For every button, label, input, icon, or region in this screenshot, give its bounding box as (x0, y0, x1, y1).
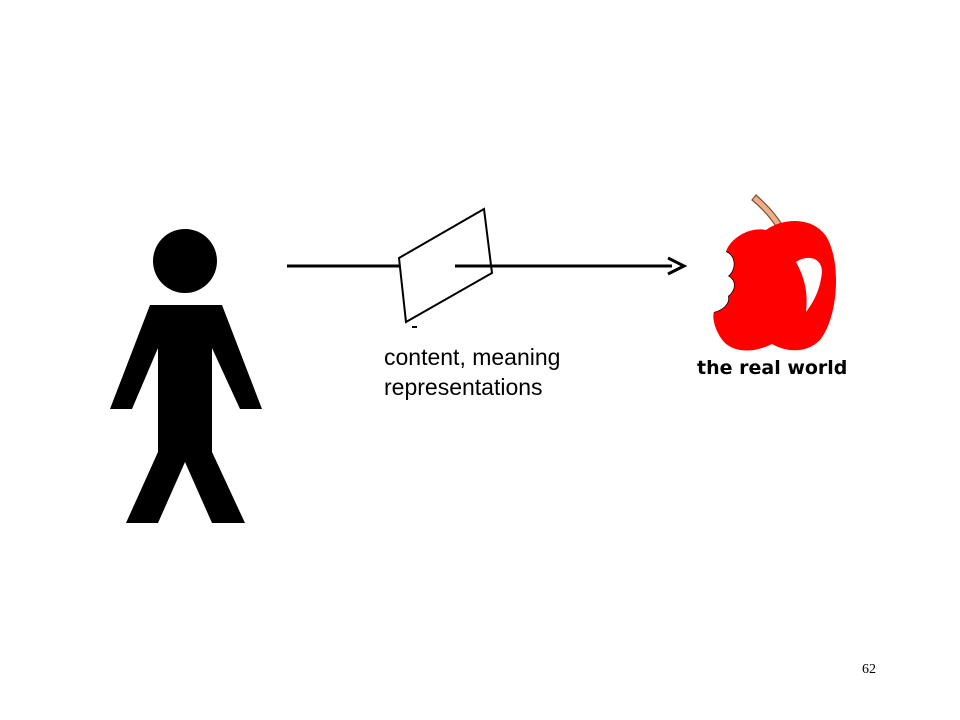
representation-label-line-1: content, meaning (384, 344, 561, 370)
person-head (153, 229, 217, 293)
apple-highlight (796, 257, 822, 312)
apple-bite-hollow (712, 247, 734, 312)
apple-caption: the real world (697, 357, 848, 379)
page-number: 62 (862, 662, 876, 677)
representation-sheet-icon (397, 207, 494, 324)
bitten-apple-icon (712, 194, 837, 351)
arrow-head (667, 256, 688, 276)
representation-label: content, meaning representations (384, 342, 560, 402)
representation-label-line-2: representations (384, 374, 543, 400)
person-figure-icon (110, 229, 262, 523)
apple-body (713, 220, 837, 351)
sheet-tick (412, 326, 417, 328)
person-body (110, 305, 262, 523)
